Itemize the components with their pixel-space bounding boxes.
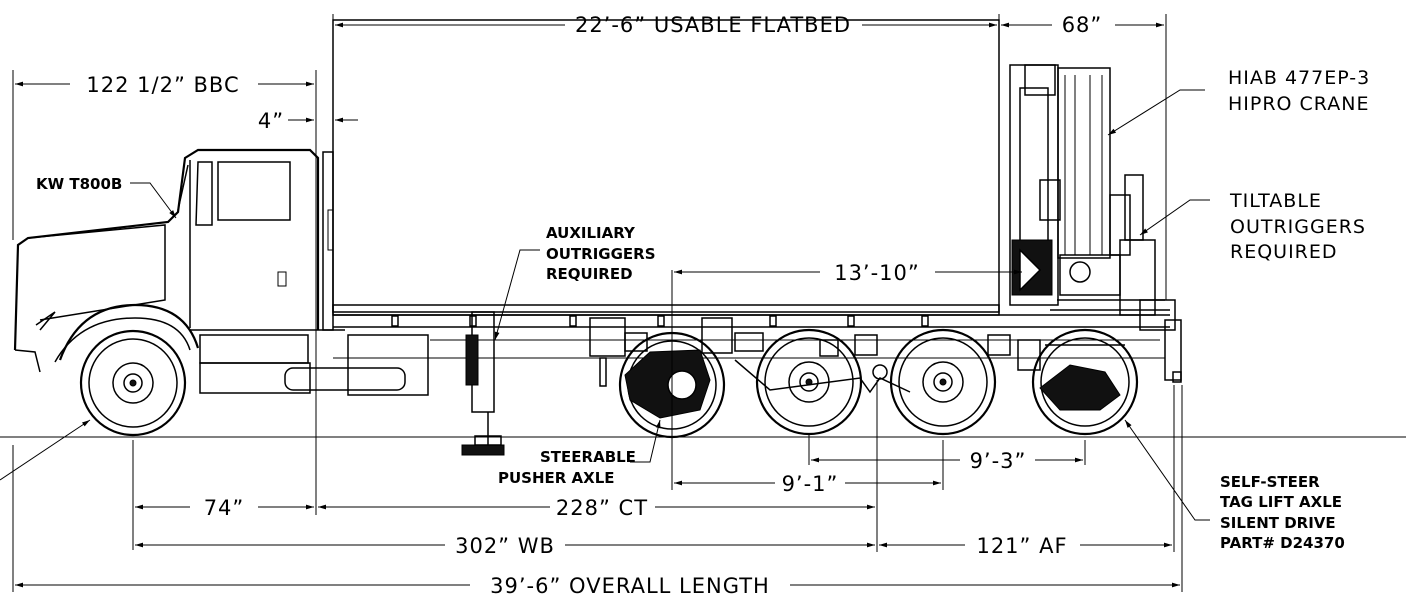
callout-selfsteer-line2: TAG LIFT AXLE	[1220, 493, 1342, 511]
dim-pusher-spacing: 9’-1”	[782, 472, 839, 496]
dim-ct: 228” CT	[556, 496, 648, 520]
dim-usable-flatbed: 22’-6” USABLE FLATBED	[575, 13, 851, 37]
callout-auxiliary-line1: AUXILIARY	[546, 224, 636, 242]
dim-af: 121” AF	[976, 534, 1067, 558]
callout-tiltable-line3: REQUIRED	[1230, 241, 1338, 263]
front-wheel	[79, 329, 187, 437]
callout-steerable-line2: PUSHER AXLE	[498, 469, 615, 487]
dim-gap: 4”	[258, 109, 284, 133]
callout-crane-line1: HIAB 477EP-3	[1228, 67, 1370, 89]
callout-selfsteer-line3: SILENT DRIVE	[1220, 514, 1336, 532]
callout-steerable-line1: STEERABLE	[540, 448, 636, 466]
callout-auxiliary-line2: OUTRIGGERS	[546, 245, 656, 263]
callout-truck-model: KW T800B	[36, 175, 122, 193]
hiab-crane	[1009, 64, 1182, 383]
dim-crane-spacing: 13’-10”	[834, 261, 920, 285]
callout-selfsteer-line1: SELF-STEER	[1220, 473, 1320, 491]
auxiliary-outrigger	[461, 311, 505, 456]
dim-crane-width: 68”	[1062, 13, 1103, 37]
frame-details	[589, 317, 1041, 394]
dim-bbc: 122 1/2” BBC	[86, 73, 239, 97]
callout-selfsteer-line4: PART# D24370	[1220, 534, 1345, 552]
drive-wheel-rear	[889, 328, 997, 436]
dim-front-to-cab: 74”	[204, 496, 245, 520]
callout-tiltable-line2: OUTRIGGERS	[1230, 216, 1366, 238]
tag-axle-wheel	[1031, 328, 1139, 436]
dimension-lines	[12, 14, 1183, 592]
leader-lines	[0, 89, 1210, 521]
dim-wb: 302” WB	[455, 534, 555, 558]
dim-overall-length: 39’-6” OVERALL LENGTH	[490, 574, 770, 598]
drive-wheel-front	[755, 328, 863, 436]
callout-auxiliary-line3: REQUIRED	[546, 265, 633, 283]
callout-crane-line2: HIPRO CRANE	[1228, 93, 1369, 115]
dim-tag-spacing: 9’-3”	[970, 449, 1027, 473]
callout-tiltable-line1: TILTABLE	[1229, 190, 1322, 212]
truck-cab	[13, 148, 429, 396]
flatbed	[332, 19, 1170, 359]
